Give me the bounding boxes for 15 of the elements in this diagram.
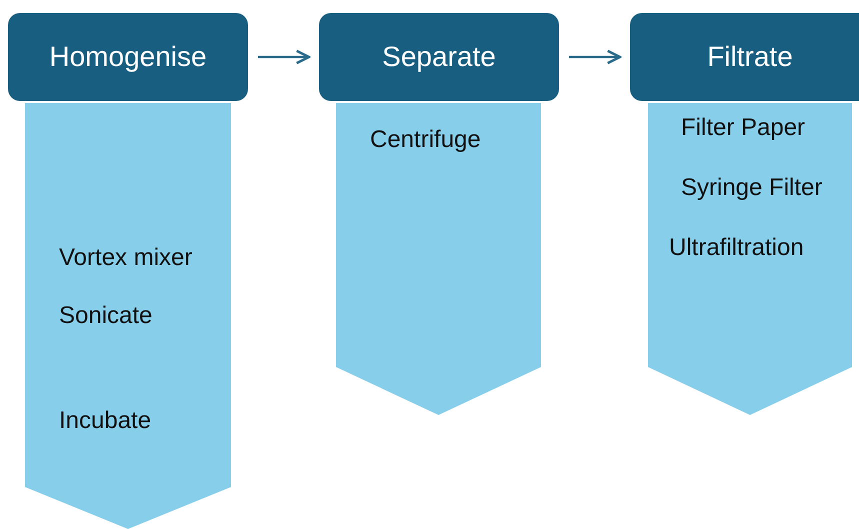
arrow (569, 50, 622, 64)
arrow (258, 50, 310, 64)
step-header: Separate (319, 13, 559, 101)
list-item: Sonicate (59, 302, 152, 330)
step-header: Homogenise (8, 13, 248, 101)
list-item: Centrifuge (370, 126, 481, 154)
chevron-panel (648, 103, 852, 415)
chevron-panel (25, 103, 231, 529)
list-item: Ultrafiltration (669, 234, 804, 262)
chevron-panel (336, 103, 541, 415)
list-item: Filter Paper (681, 114, 806, 142)
step-header: Filtrate (630, 13, 859, 101)
list-item: Syringe Filter (681, 174, 822, 202)
list-item: Incubate (59, 407, 152, 435)
list-item: Vortex mixer (59, 244, 192, 272)
